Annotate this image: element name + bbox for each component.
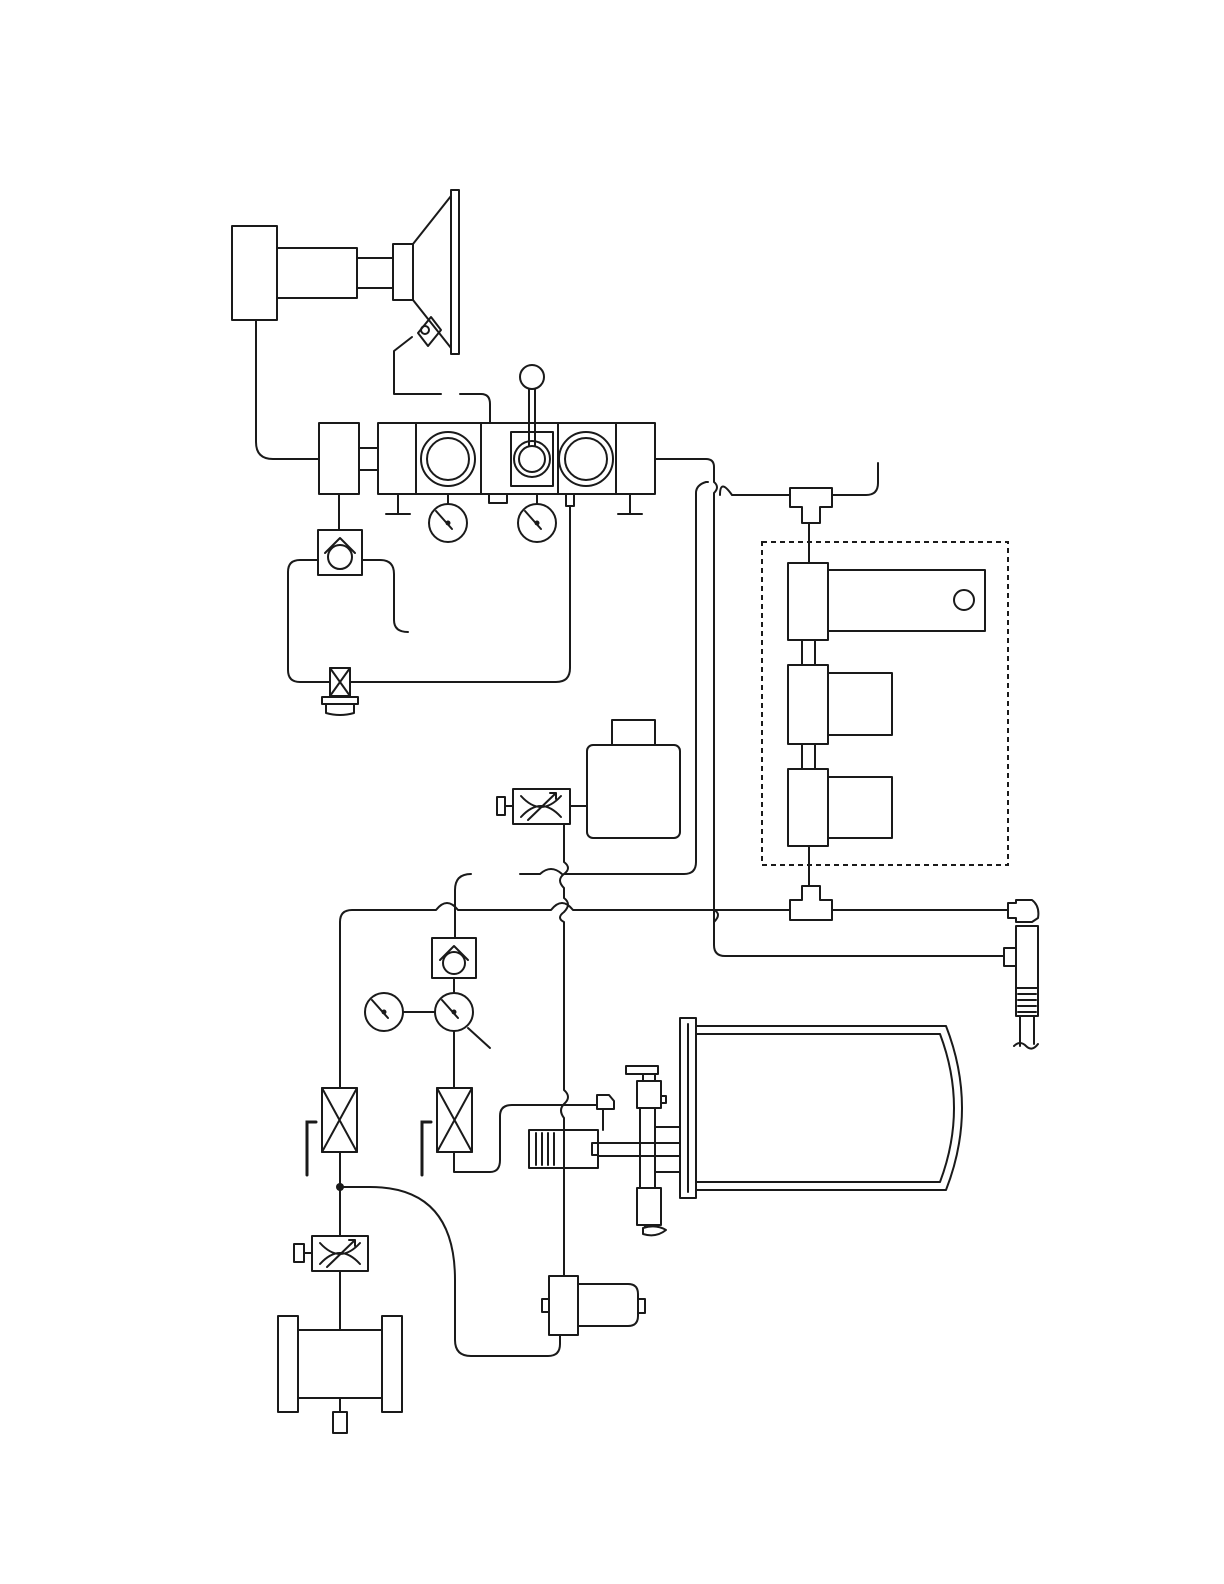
hose-coupling-icon	[1004, 926, 1038, 1049]
filter-icon	[422, 1088, 472, 1175]
manifold-block-icon	[788, 563, 985, 846]
pressure-tank-icon	[680, 1018, 962, 1198]
nozzle-hose-line	[394, 337, 490, 423]
flow-control-valve-icon	[497, 789, 570, 824]
spray-nozzle-icon	[413, 190, 459, 354]
pump-motor-icon	[232, 226, 413, 320]
cylinder-icon	[278, 1316, 402, 1433]
check-valve-icon	[432, 938, 476, 978]
cylinder-icon	[542, 1276, 645, 1335]
header-line	[340, 903, 1008, 1090]
reservoir-tank-icon	[587, 720, 680, 838]
manifold-block-icon	[592, 1066, 694, 1235]
tee-fitting-icon	[790, 463, 878, 523]
tee-fitting-icon	[790, 886, 832, 920]
filter-icon	[307, 1088, 357, 1175]
pump-supply-line	[256, 320, 319, 459]
filter-icon	[322, 668, 358, 715]
check-valve-icon	[318, 494, 362, 575]
elbow-fitting-icon	[1008, 900, 1038, 922]
pressure-gauge-icon	[365, 993, 490, 1048]
valve-bank-icon	[319, 423, 655, 514]
flow-control-valve-icon	[294, 1236, 368, 1271]
flow-valve-down-line	[560, 824, 568, 1280]
